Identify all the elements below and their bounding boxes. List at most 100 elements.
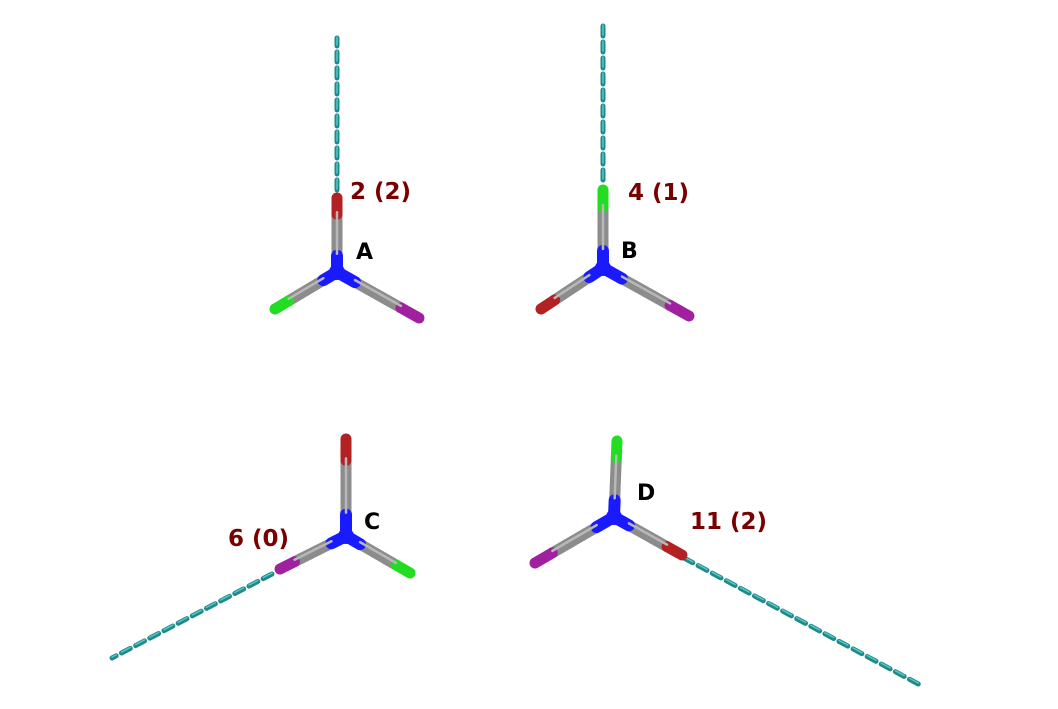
hbond-C — [109, 571, 275, 661]
hbond-dash — [850, 646, 865, 657]
count-label-D: 11 (2) — [690, 509, 767, 535]
carbon-segment — [616, 273, 676, 311]
carbon-highlight — [551, 523, 598, 553]
hbond-dash — [751, 593, 766, 604]
count-label-C: 6 (0) — [228, 526, 289, 552]
hbond-dash — [133, 638, 148, 649]
hbond-dash — [189, 608, 204, 619]
terminal-atom-segment — [390, 559, 416, 579]
hbond-dash-highlight — [234, 587, 245, 594]
nitrogen-atom — [338, 528, 354, 544]
molecule-label-B: B — [621, 239, 638, 264]
molecule-D: D 11 (2) — [529, 435, 921, 687]
hbond-dash-highlight — [725, 578, 736, 586]
hbond-dash-highlight — [739, 586, 750, 593]
hbond-dash — [892, 669, 907, 679]
carbon-segment — [349, 276, 407, 314]
carbon-segment — [289, 537, 337, 568]
bond-D-up — [608, 435, 623, 523]
molecule-label-C: C — [364, 510, 380, 535]
hbond-D — [681, 555, 921, 687]
bond-C-left — [274, 530, 352, 575]
hbond-dash-highlight — [205, 601, 217, 609]
hbond-dash-highlight — [795, 616, 807, 624]
molecule-B: B 4 (1) — [535, 23, 695, 322]
carbon-segment — [546, 521, 603, 559]
hbond-dash — [118, 645, 133, 656]
hbond-dash-highlight — [852, 647, 863, 654]
bond-B-left — [535, 262, 609, 315]
hbond-dash-highlight — [191, 609, 202, 616]
bond-C-right — [340, 530, 416, 579]
carbon-highlight — [287, 276, 325, 301]
carbon-segment — [549, 271, 595, 306]
hbond-dash — [808, 623, 823, 634]
terminal-atom-segment — [274, 556, 301, 575]
hbond-dash — [147, 630, 162, 641]
carbon-segment — [283, 274, 329, 307]
hbond-dash-highlight — [120, 646, 132, 653]
hbond-dash — [161, 623, 176, 634]
hbond-dash — [109, 653, 119, 661]
terminal-atom-segment — [661, 541, 688, 561]
terminal-atom-segment — [664, 299, 695, 322]
hbond-dash — [709, 570, 724, 581]
carbon-highlight — [553, 273, 591, 300]
nitrogen-atom — [595, 260, 611, 276]
hbond-dash-highlight — [908, 677, 920, 684]
count-label-B: 4 (1) — [628, 180, 689, 206]
hbond-dash — [836, 638, 851, 649]
hbond-dash — [232, 586, 247, 597]
hbond-dash-highlight — [149, 631, 160, 638]
hbond-dash — [723, 578, 738, 588]
bond-D-left — [529, 511, 620, 569]
hbond-dash-highlight — [262, 572, 273, 579]
hbond-dash — [175, 616, 190, 626]
count-label-A: 2 (2) — [350, 179, 411, 205]
hbond-dash — [864, 654, 879, 664]
hbond-dash-highlight — [248, 579, 259, 586]
hbond-dash-highlight — [134, 639, 146, 646]
terminal-atom-segment — [529, 547, 558, 569]
hbond-dash-highlight — [767, 601, 779, 608]
hbond-dash-highlight — [111, 654, 117, 658]
hbond-dash-highlight — [219, 594, 231, 601]
carbon-highlight — [353, 278, 403, 308]
hbond-dash — [203, 601, 218, 611]
hbond-dash — [906, 676, 921, 687]
molecule-label-A: A — [356, 240, 373, 265]
hbond-dash — [737, 585, 752, 596]
hbond-dash — [260, 571, 275, 582]
molecule-C: C 6 (0) — [109, 433, 416, 661]
hbond-dash — [218, 593, 233, 604]
nitrogen-atom — [606, 509, 622, 525]
terminal-atom-segment — [535, 294, 561, 315]
hbond-dash-highlight — [894, 669, 905, 677]
nitrogen-atom — [329, 264, 345, 280]
hbond-dash — [246, 578, 261, 589]
hbond-dash-highlight — [697, 563, 708, 571]
hbond-dash-highlight — [810, 624, 821, 631]
hbond-dash — [780, 608, 794, 619]
bond-A-left — [269, 266, 343, 315]
hbond-dash-highlight — [824, 632, 835, 639]
bond-B-right — [597, 262, 695, 322]
terminal-atom-segment — [395, 302, 425, 324]
carbon-highlight — [358, 540, 398, 565]
hbond-dash-highlight — [163, 624, 174, 631]
carbon-highlight — [613, 454, 618, 500]
hbond-dash — [878, 661, 893, 672]
bond-D-right — [608, 511, 688, 561]
carbon-segment — [623, 519, 673, 553]
hbond-dash-highlight — [711, 571, 722, 578]
hbond-dash-highlight — [781, 609, 793, 616]
carbon-highlight — [293, 540, 333, 561]
carbon-highlight — [627, 522, 669, 546]
hbond-dash-highlight — [177, 616, 188, 624]
hbond-dash-highlight — [753, 594, 765, 601]
hbond-dash-highlight — [838, 639, 849, 646]
hbond-dash — [766, 600, 780, 611]
terminal-atom-segment — [269, 295, 295, 315]
hbond-dash-highlight — [866, 654, 877, 662]
